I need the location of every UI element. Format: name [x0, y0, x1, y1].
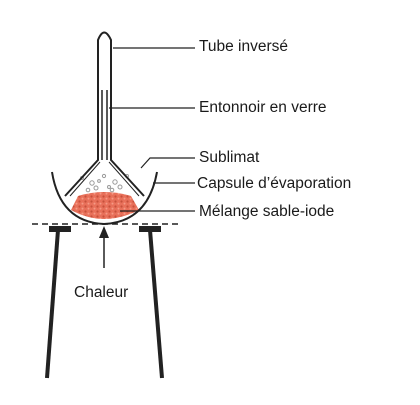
label-evaporating-dish: Capsule d’évaporation: [197, 175, 352, 192]
funnel-wall-inner-right: [108, 161, 140, 197]
sand-iodine-mixture: [71, 192, 139, 219]
sublimate-crystals: [80, 173, 129, 193]
heat-arrow: [99, 226, 109, 268]
label-leaders: [109, 47, 195, 212]
tripod-top-left: [49, 226, 71, 232]
glass-funnel-and-tube: [64, 31, 145, 197]
tripod-stand: [45, 226, 164, 379]
leader-sublimate: [140, 157, 195, 169]
tripod-top-right: [139, 226, 161, 232]
label-glass-funnel: Entonnoir en verre: [199, 99, 327, 116]
evaporating-dish: [51, 171, 158, 226]
funnel-outline: [64, 31, 145, 197]
label-sublimate: Sublimat: [199, 149, 260, 166]
tripod-leg-right: [148, 229, 164, 379]
label-sand-iodine-mixture: Mélange sable-iode: [199, 203, 335, 220]
funnel-wall-inner-left: [69, 161, 101, 197]
label-heat: Chaleur: [74, 284, 129, 301]
label-inverted-tube: Tube inversé: [199, 38, 289, 55]
tripod-leg-left: [45, 229, 60, 379]
